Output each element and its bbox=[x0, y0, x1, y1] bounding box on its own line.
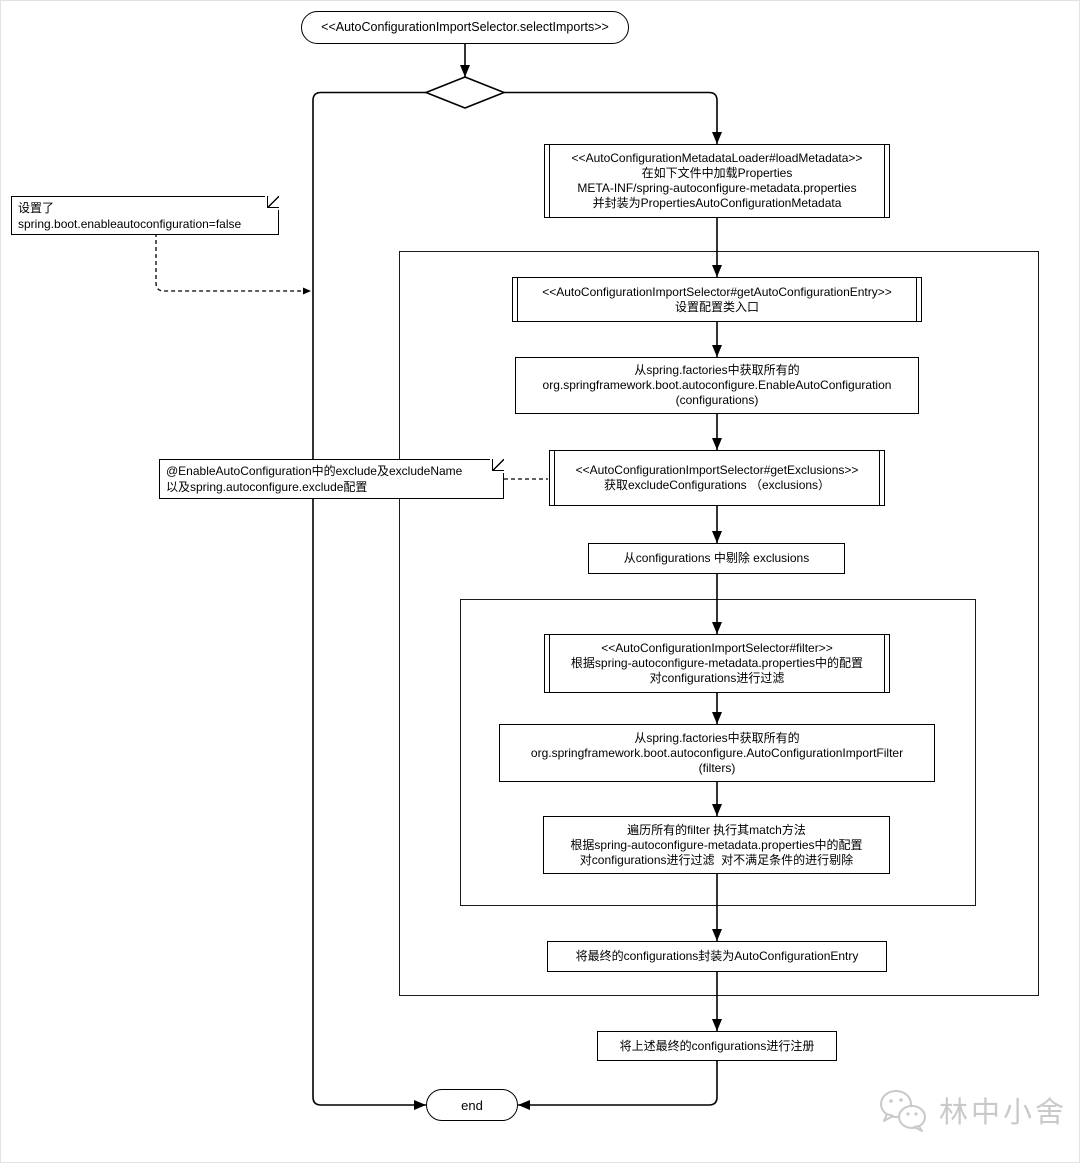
text-line: spring.boot.enableautoconfiguration=fals… bbox=[18, 217, 242, 231]
node-load-metadata: <<AutoConfigurationMetadataLoader#loadMe… bbox=[544, 144, 890, 218]
text-line: 对configurations进行过滤 对不满足条件的进行剔除 bbox=[579, 852, 854, 867]
node-get-autoconfiguration-entry: <<AutoConfigurationImportSelector#getAut… bbox=[512, 277, 922, 322]
text-line: <<AutoConfigurationImportSelector#filter… bbox=[601, 641, 833, 655]
watermark-text: 林中小舍 bbox=[939, 1097, 1068, 1129]
node-run-match: 遍历所有的filter 执行其match方法 根据spring-autoconf… bbox=[543, 816, 890, 874]
text-line: 根据spring-autoconfigure-metadata.properti… bbox=[570, 837, 863, 852]
note-enableautoconfiguration-false: 设置了 spring.boot.enableautoconfiguration=… bbox=[11, 195, 280, 235]
inner-group-container bbox=[460, 599, 976, 906]
text-line: 在如下文件中加载Properties bbox=[641, 166, 793, 180]
text-line: 以及spring.autoconfigure.exclude配置 bbox=[166, 480, 368, 494]
watermark: 林中小舍 bbox=[877, 1087, 1067, 1133]
text-line: <<AutoConfigurationImportSelector#getExc… bbox=[575, 463, 859, 477]
text-line: @EnableAutoConfiguration中的exclude及exclud… bbox=[166, 464, 463, 478]
node-end: end bbox=[426, 1089, 518, 1121]
wechat-logo-icon bbox=[880, 1090, 926, 1132]
text-line: org.springframework.boot.autoconfigure.A… bbox=[530, 745, 904, 760]
node-register: 将上述最终的configurations进行注册 bbox=[597, 1031, 837, 1061]
text-line: META-INF/spring-autoconfigure-metadata.p… bbox=[577, 181, 857, 195]
connector-register-to-end bbox=[518, 1061, 718, 1110]
text-line: 将最终的configurations封装为AutoConfigurationEn… bbox=[575, 949, 859, 963]
text-line: 根据spring-autoconfigure-metadata.properti… bbox=[570, 656, 864, 670]
node-wrap-entry: 将最终的configurations封装为AutoConfigurationEn… bbox=[547, 941, 887, 972]
text-line: (filters) bbox=[698, 760, 736, 775]
text-line: 并封装为PropertiesAutoConfigurationMetadata bbox=[592, 196, 842, 210]
text-line: 设置配置类入口 bbox=[674, 299, 759, 314]
connector-decision-to-loadmetadata bbox=[504, 91, 722, 144]
text-line: <<AutoConfigurationMetadataLoader#loadMe… bbox=[571, 151, 863, 165]
node-get-configurations: 从spring.factories中获取所有的 org.springframew… bbox=[515, 357, 919, 414]
node-get-filters: 从spring.factories中获取所有的 org.springframew… bbox=[499, 724, 935, 782]
text-line: 设置了 bbox=[18, 201, 55, 215]
text-line: (configurations) bbox=[675, 393, 759, 407]
text-line: org.springframework.boot.autoconfigure.E… bbox=[542, 378, 892, 392]
node-start: <<AutoConfigurationImportSelector.select… bbox=[301, 11, 629, 44]
node-filter: <<AutoConfigurationImportSelector#filter… bbox=[544, 634, 890, 693]
text-line: 从spring.factories中获取所有的 bbox=[634, 363, 800, 377]
text-line: 从spring.factories中获取所有的 bbox=[634, 730, 800, 745]
text-line: 对configurations进行过滤 bbox=[649, 671, 785, 685]
node-get-exclusions: <<AutoConfigurationImportSelector#getExc… bbox=[549, 450, 885, 506]
text-line: 从configurations 中剔除 exclusions bbox=[623, 551, 810, 565]
node-remove-exclusions: 从configurations 中剔除 exclusions bbox=[588, 543, 845, 574]
note-exclude-config: @EnableAutoConfiguration中的exclude及exclud… bbox=[159, 458, 505, 499]
text-line: <<AutoConfigurationImportSelector#getAut… bbox=[542, 284, 892, 299]
dashed-connector-note1 bbox=[155, 233, 311, 295]
text-line: 将上述最终的configurations进行注册 bbox=[619, 1038, 815, 1053]
decision-diamond bbox=[423, 76, 507, 109]
text-line: end bbox=[461, 1097, 483, 1113]
text-line: 获取excludeConfigurations （exclusions） bbox=[603, 478, 831, 492]
text-line: <<AutoConfigurationImportSelector.select… bbox=[321, 20, 609, 34]
text-line: 遍历所有的filter 执行其match方法 bbox=[627, 822, 806, 837]
